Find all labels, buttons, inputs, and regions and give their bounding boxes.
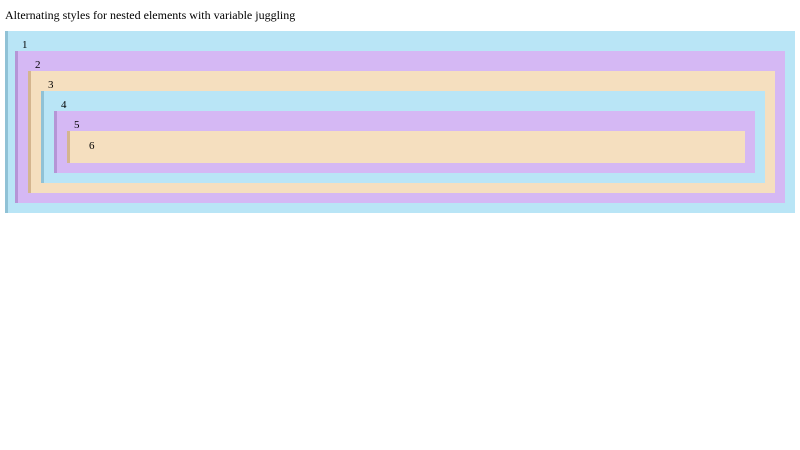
nested-box-4: 4 5 6 xyxy=(41,91,765,183)
box-label-6: 6 xyxy=(89,140,95,152)
nested-box-5: 5 6 xyxy=(54,111,755,173)
box-label-5: 5 xyxy=(74,119,80,131)
nested-box-1: 1 2 3 4 5 6 xyxy=(5,31,795,213)
nested-box-3: 3 4 5 6 xyxy=(28,71,775,193)
nested-box-2: 2 3 4 5 6 xyxy=(15,51,785,203)
box-label-1: 1 xyxy=(22,39,28,51)
nested-box-6: 6 xyxy=(67,131,745,163)
box-label-3: 3 xyxy=(48,79,54,91)
box-label-2: 2 xyxy=(35,59,41,71)
box-label-4: 4 xyxy=(61,99,67,111)
page-title: Alternating styles for nested elements w… xyxy=(5,8,296,22)
